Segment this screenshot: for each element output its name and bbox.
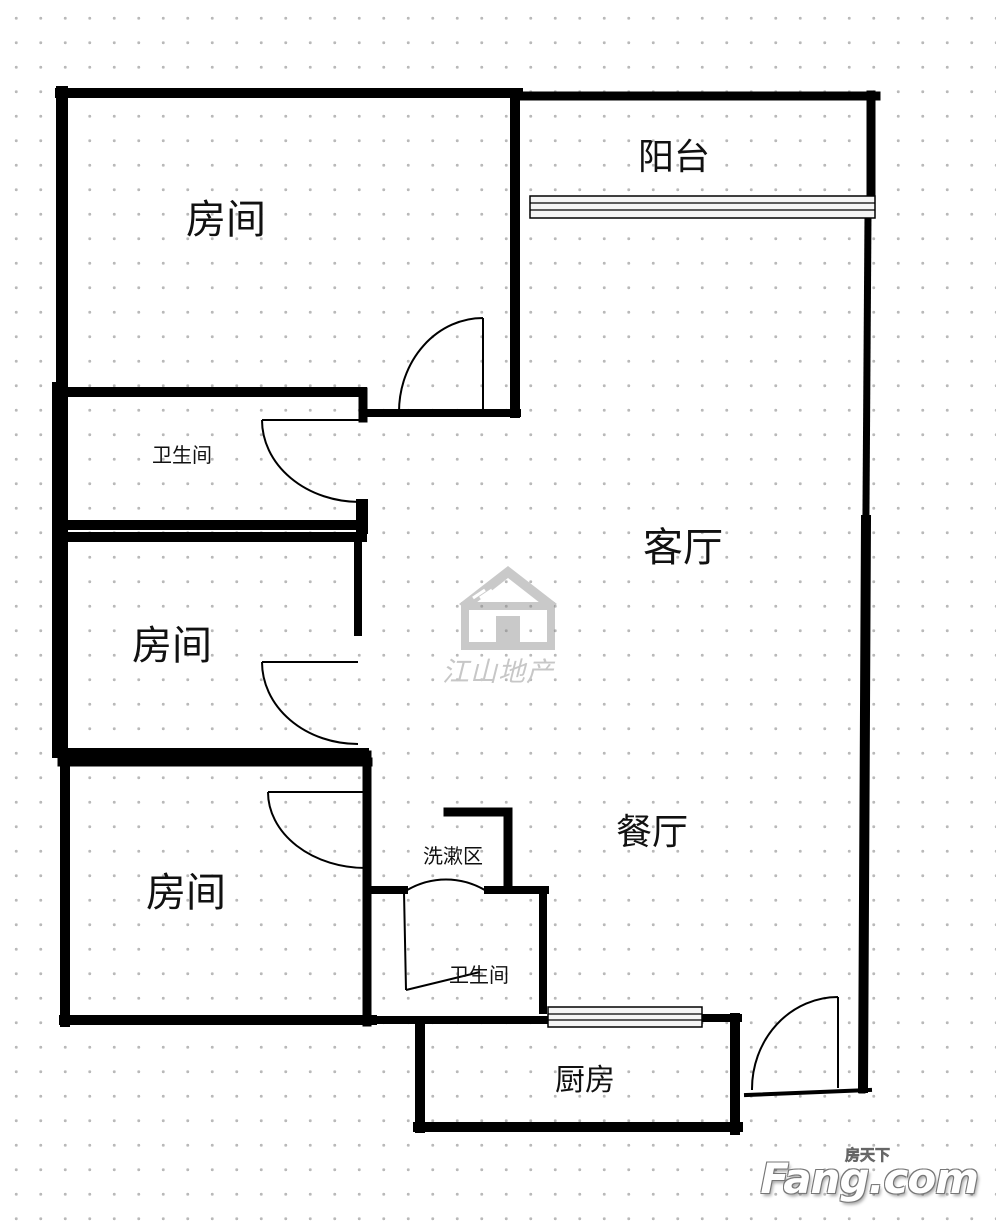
door-room-2	[261, 661, 359, 745]
watermark-text: 江山地产	[442, 657, 554, 688]
door-room-3	[267, 791, 367, 869]
door-bathroom-2	[403, 878, 489, 991]
balcony-window	[529, 195, 876, 219]
room-label-3: 房间	[146, 870, 226, 916]
room-label-2: 房间	[132, 623, 212, 669]
washing-area-label: 洗漱区	[423, 844, 483, 868]
dining-room-label: 餐厅	[616, 812, 689, 853]
kitchen-window	[547, 1006, 703, 1028]
door-bathroom-1	[261, 419, 361, 503]
brand-top-text: 房天下	[844, 1146, 891, 1165]
balcony-label: 阳台	[638, 137, 711, 178]
kitchen-label: 厨房	[555, 1063, 615, 1098]
wall-right-bold	[857, 514, 872, 1094]
door-room-1	[398, 317, 484, 413]
room-label-1: 房间	[186, 197, 266, 243]
brand-main-text: Fang.com	[760, 1154, 979, 1203]
brand-logo: 房天下 Fang.com	[760, 1144, 979, 1214]
bathroom-label-2: 卫生间	[449, 963, 509, 987]
living-room-label: 客厅	[643, 525, 723, 571]
wall-entry-bottom	[743, 1087, 873, 1098]
house-logo-icon	[459, 566, 557, 650]
bathroom-label-1: 卫生间	[152, 443, 212, 467]
wall-wash-partition	[443, 807, 513, 891]
door-entry	[750, 996, 839, 1091]
